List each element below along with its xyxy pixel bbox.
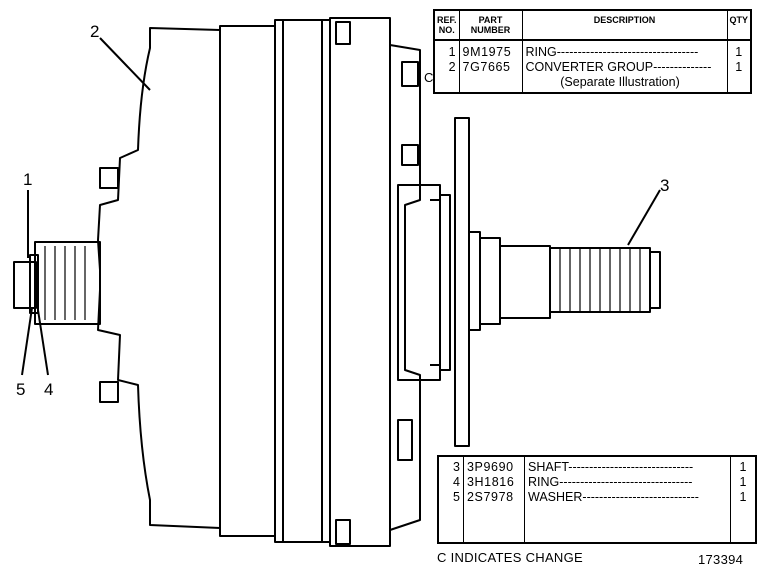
- callout-2: 2: [90, 22, 100, 41]
- row-qty: 1: [730, 490, 757, 505]
- illustration-number: 173394: [698, 552, 744, 567]
- callout-1: 1: [23, 170, 33, 189]
- converter-drum-3: [329, 17, 391, 547]
- change-marker: C: [424, 70, 434, 85]
- bolt-left-bottom: [99, 381, 119, 403]
- row-qty: 1: [730, 456, 757, 475]
- table-blank-row: [437, 505, 757, 543]
- leader-2: [99, 37, 151, 91]
- callout-4: 4: [44, 380, 54, 399]
- header-qty: QTY: [726, 10, 752, 41]
- table-header-row: REF. NO. PART NUMBER DESCRIPTION QTY: [433, 10, 752, 41]
- row-qty: [726, 75, 752, 93]
- row-qty: 1: [726, 60, 752, 75]
- row-part: 3P9690: [463, 456, 525, 475]
- parts-table-bottom: 3 3P9690 SHAFT--------------------------…: [437, 455, 757, 544]
- leader-3: [627, 189, 661, 246]
- row-qty: 1: [730, 475, 757, 490]
- header-desc: DESCRIPTION: [521, 10, 728, 41]
- row-desc: SHAFT------------------------------: [524, 456, 731, 475]
- header-part: PART NUMBER: [458, 10, 523, 41]
- row-desc: RING----------------------------------: [521, 40, 728, 60]
- change-note: C INDICATES CHANGE: [437, 550, 584, 565]
- converter-drum-1: [219, 25, 276, 537]
- leader-5: [21, 307, 33, 376]
- row-ref: [433, 75, 460, 93]
- table-row: 3 3P9690 SHAFT--------------------------…: [437, 456, 757, 475]
- row-desc: RING--------------------------------: [524, 475, 731, 490]
- bolt-right-upper: [401, 61, 419, 87]
- row-ref: 4: [437, 475, 464, 490]
- washer-end: [13, 261, 37, 309]
- row-part: 2S7978: [463, 490, 525, 505]
- leader-4: [37, 309, 49, 376]
- spline-lines: [559, 248, 641, 312]
- table-row: 4 3H1816 RING---------------------------…: [437, 475, 757, 490]
- spline-end-cap: [649, 251, 661, 309]
- bolt-right-bottom: [397, 419, 413, 461]
- bolt-bottom: [335, 519, 351, 545]
- table-row: (Separate Illustration): [433, 75, 752, 93]
- output-shaft: [468, 231, 481, 331]
- row-ref: 2: [433, 60, 460, 75]
- flange-plate: [454, 117, 470, 447]
- row-part: 3H1816: [463, 475, 525, 490]
- converter-housing-left: [97, 27, 221, 529]
- table-row: 5 2S7978 WASHER-------------------------…: [437, 490, 757, 505]
- row-part: [458, 75, 523, 93]
- row-desc: WASHER----------------------------: [524, 490, 731, 505]
- bolt-left-top: [99, 167, 119, 189]
- row-desc: (Separate Illustration): [521, 75, 728, 93]
- row-part: 9M1975: [458, 40, 523, 60]
- parts-table-top: REF. NO. PART NUMBER DESCRIPTION QTY 1 9…: [433, 9, 753, 94]
- row-part: 7G7665: [458, 60, 523, 75]
- callout-3: 3: [660, 176, 670, 195]
- row-ref: 3: [437, 456, 464, 475]
- row-desc: CONVERTER GROUP--------------: [521, 60, 728, 75]
- table-row: 1 9M1975 RING---------------------------…: [433, 40, 752, 60]
- converter-housing-right: [389, 44, 421, 531]
- row-qty: 1: [726, 40, 752, 60]
- callout-5: 5: [16, 380, 26, 399]
- output-hub: [397, 184, 441, 381]
- row-ref: 1: [433, 40, 460, 60]
- bolt-right-lower: [401, 144, 419, 166]
- bolt-top: [335, 21, 351, 45]
- row-ref: 5: [437, 490, 464, 505]
- table-row: 2 7G7665 CONVERTER GROUP-------------- 1: [433, 60, 752, 75]
- ring-part: [29, 254, 39, 314]
- header-ref: REF. NO.: [433, 10, 460, 41]
